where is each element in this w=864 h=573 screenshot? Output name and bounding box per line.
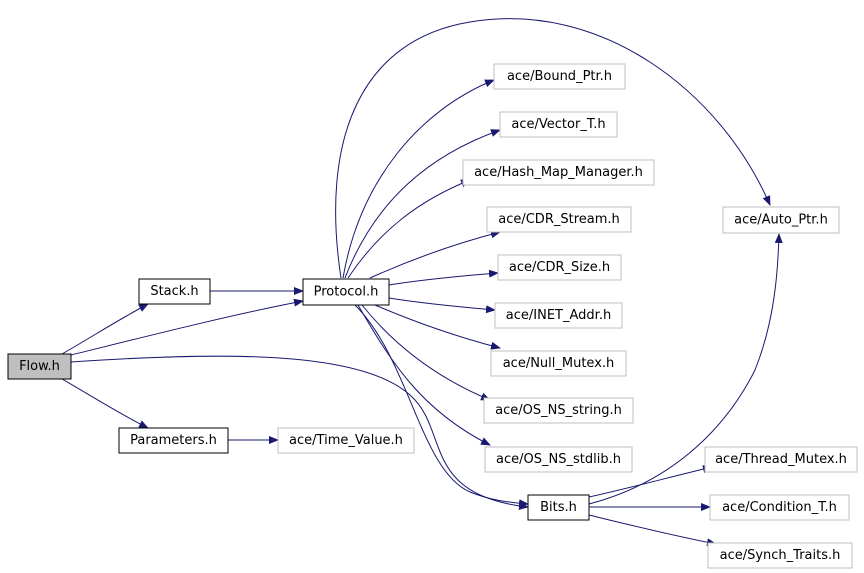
edge-protocol-osnsstring (361, 304, 491, 401)
node-time-value-label: ace/Time_Value.h (289, 433, 403, 448)
edge-protocol-inetaddr (388, 297, 496, 314)
node-os-ns-stdlib-label: ace/OS_NS_stdlib.h (496, 452, 621, 467)
edge-bits-autoptr (588, 233, 783, 505)
node-cdr-size-label: ace/CDR_Size.h (509, 260, 610, 275)
node-os-ns-stdlib[interactable]: ace/OS_NS_stdlib.h (484, 446, 633, 473)
node-os-ns-string[interactable]: ace/OS_NS_string.h (483, 397, 634, 424)
edge-protocol-cdrstream (369, 230, 501, 279)
node-bits-label: Bits.h (540, 500, 577, 515)
node-parameters[interactable]: Parameters.h (118, 427, 229, 454)
node-os-ns-string-label: ace/OS_NS_string.h (495, 403, 622, 418)
node-auto-ptr[interactable]: ace/Auto_Ptr.h (722, 206, 840, 234)
node-thread-mutex[interactable]: ace/Thread_Mutex.h (704, 446, 858, 473)
node-hash-map-manager[interactable]: ace/Hash_Map_Manager.h (462, 159, 655, 186)
edge-protocol-bits (354, 304, 529, 508)
node-bits[interactable]: Bits.h (527, 494, 590, 521)
node-vector-t-label: ace/Vector_T.h (511, 117, 605, 132)
node-cdr-size[interactable]: ace/CDR_Size.h (497, 254, 622, 281)
node-condition-t[interactable]: ace/Condition_T.h (709, 494, 850, 521)
node-bound-ptr[interactable]: ace/Bound_Ptr.h (493, 63, 626, 90)
node-inet-addr-label: ace/INET_Addr.h (506, 308, 611, 323)
node-vector-t[interactable]: ace/Vector_T.h (499, 111, 618, 138)
node-null-mutex-label: ace/Null_Mutex.h (503, 356, 615, 371)
node-cdr-stream[interactable]: ace/CDR_Stream.h (486, 206, 632, 233)
node-thread-mutex-label: ace/Thread_Mutex.h (715, 452, 847, 467)
edge-protocol-autoptr (335, 18, 771, 279)
node-stack[interactable]: Stack.h (138, 278, 211, 305)
node-time-value[interactable]: ace/Time_Value.h (277, 427, 415, 454)
edge-flow-bits (70, 355, 529, 510)
node-flow-label: Flow.h (19, 359, 60, 374)
edge-bits-threadmutex (588, 465, 713, 498)
edge-flow-parameters (61, 378, 149, 429)
edge-protocol-boundptr (342, 79, 495, 279)
node-bound-ptr-label: ace/Bound_Ptr.h (507, 69, 612, 84)
edge-flow-protocol (70, 298, 304, 356)
edge-protocol-osnsstdlib (357, 304, 491, 446)
edge-bits-synchtraits (588, 514, 717, 547)
node-cdr-stream-label: ace/CDR_Stream.h (498, 212, 620, 227)
edge-protocol-hashmap (347, 179, 471, 279)
node-inet-addr[interactable]: ace/INET_Addr.h (494, 302, 623, 329)
node-synch-traits[interactable]: ace/Synch_Traits.h (707, 542, 853, 569)
node-stack-label: Stack.h (150, 284, 198, 299)
edges (61, 18, 783, 547)
node-null-mutex[interactable]: ace/Null_Mutex.h (490, 350, 627, 377)
node-flow[interactable]: Flow.h (7, 353, 72, 380)
node-parameters-label: Parameters.h (130, 433, 217, 448)
edge-protocol-cdrsize (388, 269, 499, 286)
node-protocol-label: Protocol.h (314, 285, 379, 300)
edge-protocol-vectort (344, 129, 501, 279)
edge-flow-stack (61, 303, 149, 355)
node-condition-t-label: ace/Condition_T.h (722, 500, 837, 515)
node-protocol[interactable]: Protocol.h (302, 278, 390, 306)
node-auto-ptr-label: ace/Auto_Ptr.h (734, 213, 828, 228)
node-synch-traits-label: ace/Synch_Traits.h (720, 548, 841, 563)
node-hash-map-manager-label: ace/Hash_Map_Manager.h (474, 165, 643, 180)
edge-protocol-nullmutex (374, 304, 501, 350)
